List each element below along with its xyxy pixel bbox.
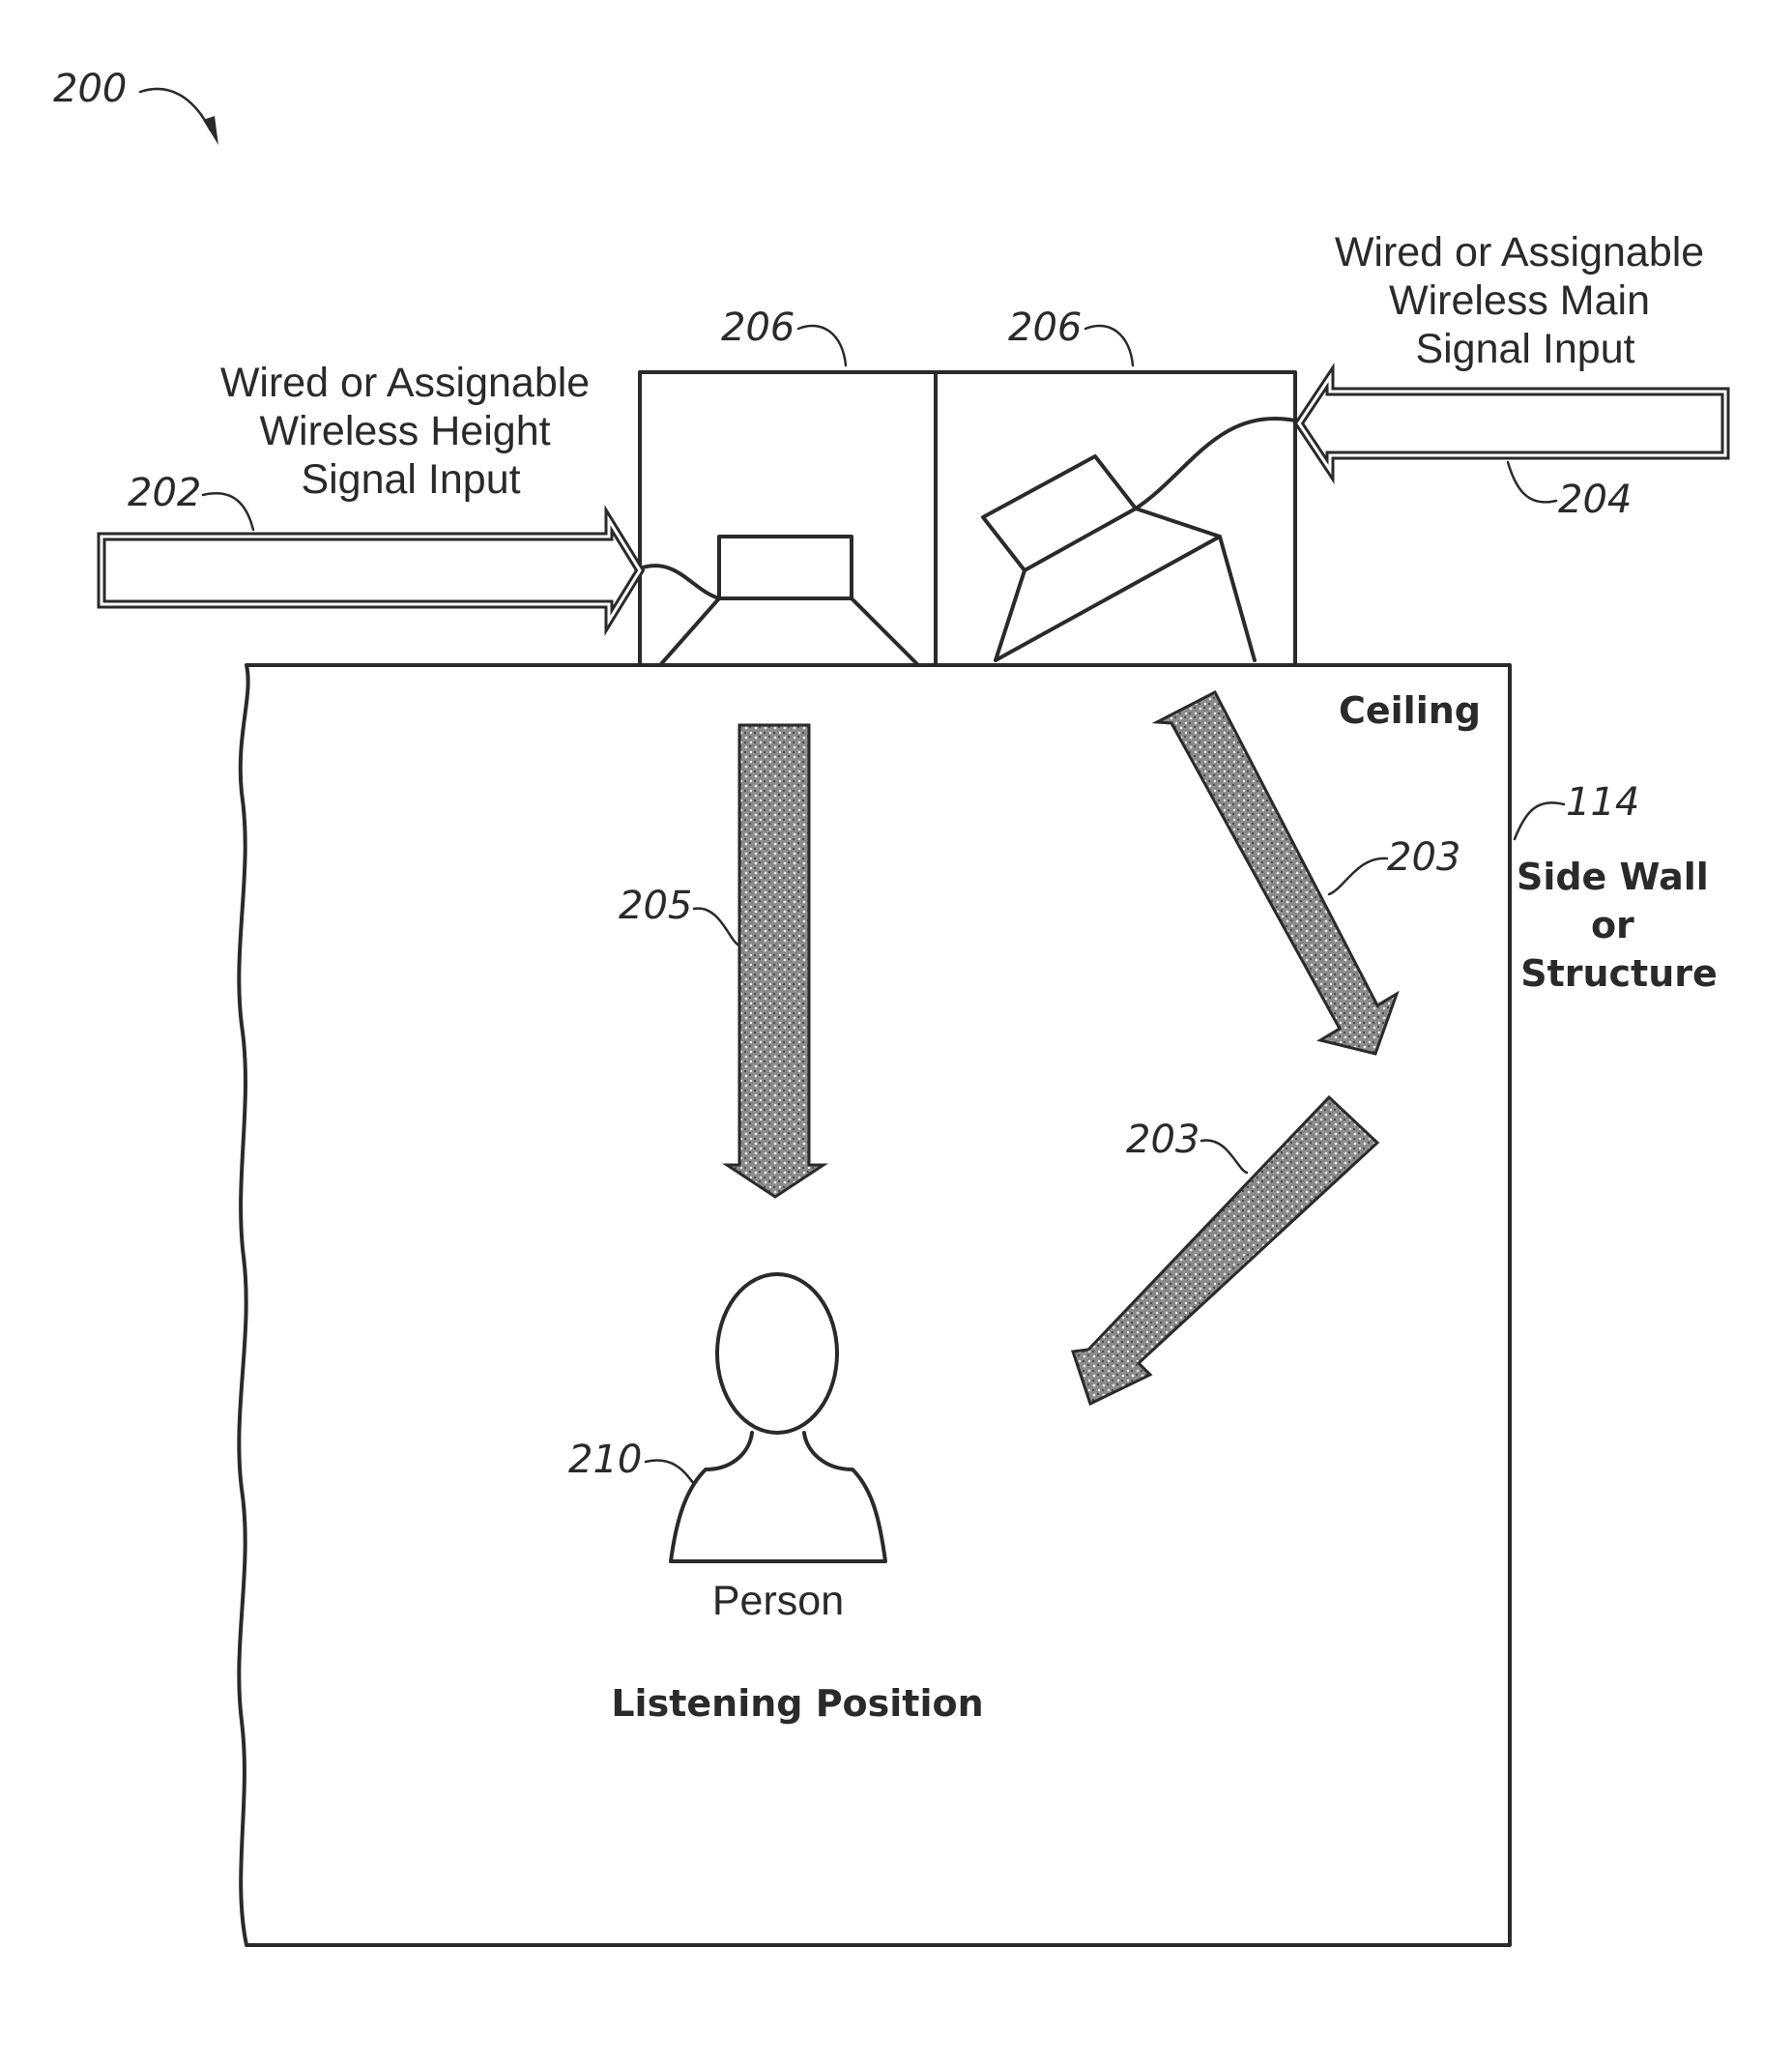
ref-210: 210 [568,1438,642,1482]
side-wall-label: Side Wall or Structure [1517,856,1721,995]
ref-210-leader [646,1461,694,1484]
person-body [671,1433,885,1561]
figure-number-arrowhead [203,116,218,145]
main-signal-wire [1136,419,1295,509]
height-input-label: Wired or Assignable Wireless Height Sign… [220,360,601,503]
ref-206-right: 206 [1008,305,1082,350]
ref-206-left-leader [798,326,846,365]
main-input-label-line2: Wireless Main [1389,277,1650,324]
speaker-left-box [640,372,936,665]
ref-114: 114 [1566,780,1639,825]
main-input-label: Wired or Assignable Wireless Main Signal… [1335,229,1716,372]
ref-203-upper-leader [1329,858,1387,894]
ref-203-lower: 203 [1126,1118,1199,1162]
ref-204-leader [1508,462,1556,502]
direct-sound-arrow [727,725,824,1197]
figure-number: 200 [53,67,127,111]
listening-position-label: Listening Position [611,1682,983,1725]
ref-204: 204 [1558,478,1632,522]
ref-114-leader [1515,802,1564,839]
height-driver-magnet [719,537,852,598]
person-head [717,1274,837,1433]
height-input-label-line2: Wireless Height [259,408,550,454]
ref-205-leader [694,909,739,945]
ref-205: 205 [619,884,692,928]
speaker-enclosure [640,372,1295,665]
ref-202-leader [203,493,253,530]
ref-202: 202 [128,471,201,515]
side-wall-label-line1: Side Wall [1517,856,1709,898]
side-wall-label-line3: Structure [1520,952,1718,995]
ref-206-left: 206 [721,305,795,350]
ceiling-label: Ceiling [1339,689,1481,732]
person-figure [671,1274,885,1561]
main-driver-cone [996,509,1255,660]
figure-number-leader [140,89,211,131]
main-driver-magnet [983,456,1136,570]
person-label: Person [712,1578,844,1624]
height-input-label-line1: Wired or Assignable [220,360,590,406]
reflected-sound-arrow-listener [1073,1097,1377,1404]
reflected-sound-arrow-down [1157,692,1397,1054]
height-input-label-line3: Signal Input [301,456,520,503]
side-wall-label-line2: or [1591,904,1634,946]
room-structure [239,665,1510,1945]
height-driver-cone [660,598,918,665]
ref-203-lower-leader [1201,1141,1247,1173]
ref-203-upper: 203 [1387,835,1460,880]
height-signal-wire [640,566,719,598]
main-input-label-line1: Wired or Assignable [1335,229,1704,276]
ref-206-right-leader [1085,326,1133,365]
main-input-label-line3: Signal Input [1415,326,1634,372]
